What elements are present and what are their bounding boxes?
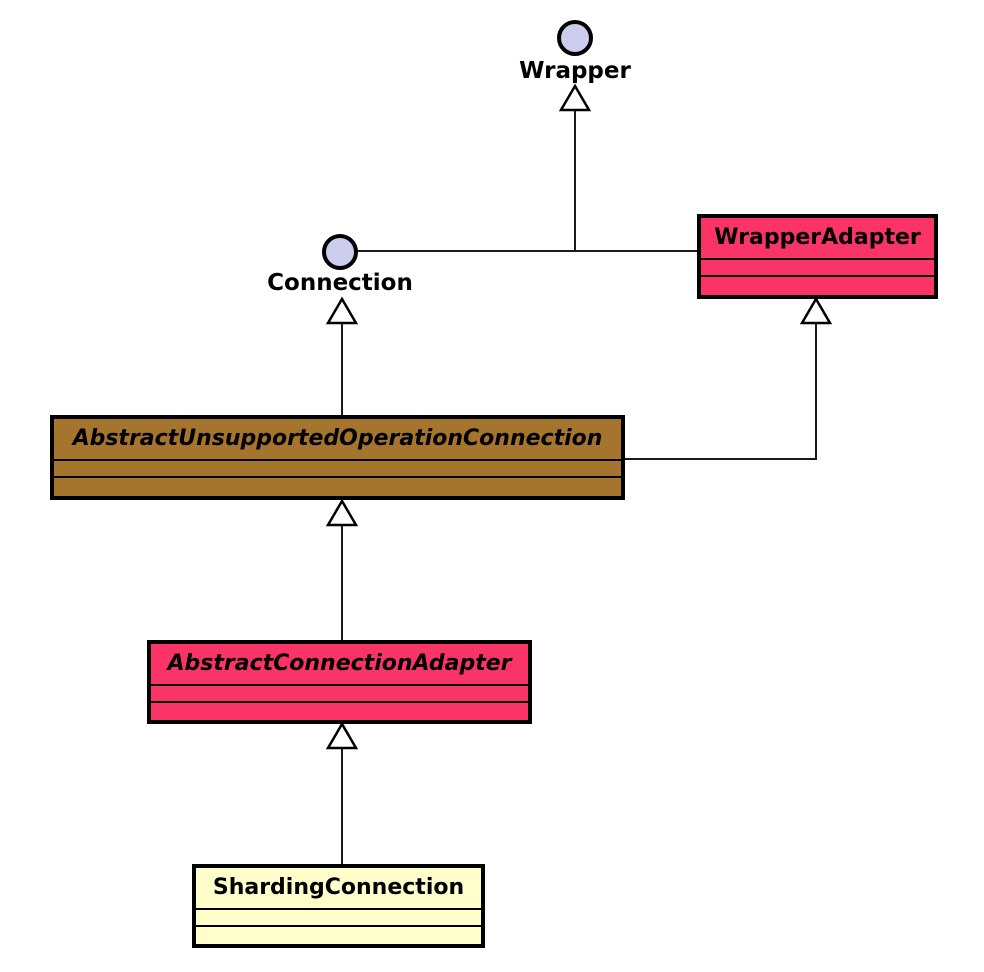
attributes-compartment [196,910,481,927]
attributes-compartment [54,461,621,478]
class-node-shardingconnection: ShardingConnection [192,864,485,948]
interface-label-wrapper: Wrapper [519,58,631,84]
class-node-abstractconnectionadapter: AbstractConnectionAdapter [147,640,532,724]
attributes-compartment [701,260,934,277]
generalization-arrow-icon [325,721,359,750]
generalization-arrow-icon [325,296,359,325]
methods-compartment [196,927,481,944]
class-title: WrapperAdapter [701,218,934,260]
edge-abstractunsupportedoperationconnection-to-wrapperadapter [625,322,817,460]
class-node-abstractunsupportedoperationconnection: AbstractUnsupportedOperationConnection [50,415,625,500]
methods-compartment [701,277,934,295]
attributes-compartment [151,686,528,703]
interface-label-connection: Connection [267,270,413,296]
class-title: ShardingConnection [196,868,481,910]
interface-circle-icon [557,20,593,56]
generalization-arrow-icon [799,296,833,325]
methods-compartment [54,478,621,496]
generalization-arrow-icon [558,83,592,112]
class-node-wrapperadapter: WrapperAdapter [697,214,938,299]
interface-circle-icon [322,234,358,270]
generalization-arrow-icon [325,498,359,527]
class-title: AbstractUnsupportedOperationConnection [54,419,621,461]
methods-compartment [151,703,528,720]
class-title: AbstractConnectionAdapter [151,644,528,686]
